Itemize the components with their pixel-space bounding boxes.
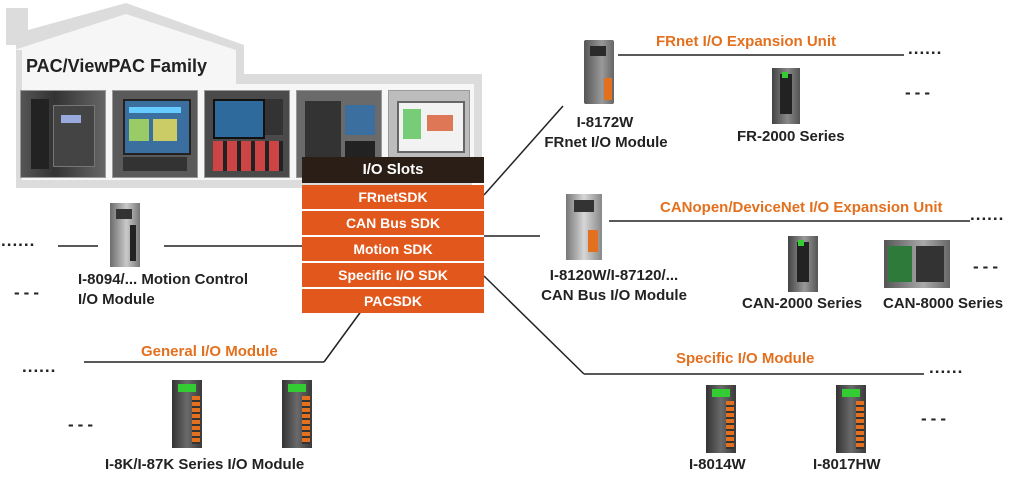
sdk-item-can-bus: CAN Bus SDK xyxy=(302,211,484,235)
motion-module-name: I-8094/... Motion Control xyxy=(78,271,249,288)
motion-module-image xyxy=(110,203,140,267)
sdk-item-specific-io: Specific I/O SDK xyxy=(302,263,484,287)
can-2000-label: CAN-2000 Series xyxy=(742,295,863,312)
motion-continuation-dots: ...... xyxy=(1,231,36,250)
can-2000-image xyxy=(788,236,818,292)
sdk-item-motion: Motion SDK xyxy=(302,237,484,261)
general-io-caption: I-8K/I-87K Series I/O Module xyxy=(105,456,305,473)
specific-continuation-dots: ...... xyxy=(929,358,964,377)
specific-module-image-2 xyxy=(836,385,866,453)
frnet-module-image xyxy=(584,40,614,104)
frnet-module-desc: FRnet I/O Module xyxy=(544,134,668,151)
specific-module-b-label: I-8017HW xyxy=(813,456,881,473)
specific-io-heading: Specific I/O Module xyxy=(676,350,815,367)
canbus-module-image xyxy=(566,194,602,260)
canbus-module-name: I-8120W/I-87120/... xyxy=(549,267,679,284)
pac-photo-1 xyxy=(20,90,106,178)
frnet-more-dashes: --- xyxy=(905,83,934,102)
general-continuation-dots: ...... xyxy=(22,357,57,376)
specific-module-image-1 xyxy=(706,385,736,453)
canopen-heading: CANopen/DeviceNet I/O Expansion Unit xyxy=(660,199,943,216)
canbus-module-desc: CAN Bus I/O Module xyxy=(541,287,687,304)
can-8000-label: CAN-8000 Series xyxy=(883,295,1004,312)
motion-module-desc: I/O Module xyxy=(78,291,155,308)
sdk-item-frnet: FRnetSDK xyxy=(302,185,484,209)
pac-photo-2 xyxy=(112,90,198,178)
general-module-image-1 xyxy=(172,380,202,448)
sdk-header: I/O Slots xyxy=(302,157,484,183)
can-8000-image xyxy=(884,240,950,288)
frnet-series-label: FR-2000 Series xyxy=(737,128,845,145)
frnet-module-name: I-8172W xyxy=(576,114,634,131)
specific-module-a-label: I-8014W xyxy=(689,456,746,473)
specific-more-dashes: --- xyxy=(921,409,950,428)
frnet-continuation-dots: ...... xyxy=(908,39,943,58)
general-module-image-2 xyxy=(282,380,312,448)
canopen-more-dashes: --- xyxy=(973,257,1002,276)
general-more-dashes: --- xyxy=(68,415,97,434)
family-title: PAC/ViewPAC Family xyxy=(26,56,208,76)
frnet-series-image xyxy=(772,68,800,124)
sdk-stack: I/O Slots FRnetSDK CAN Bus SDK Motion SD… xyxy=(302,157,484,313)
pac-photo-3 xyxy=(204,90,290,178)
canopen-continuation-dots: ...... xyxy=(970,205,1005,224)
frnet-heading: FRnet I/O Expansion Unit xyxy=(656,33,837,50)
general-io-heading: General I/O Module xyxy=(141,343,278,360)
sdk-item-pacsdk: PACSDK xyxy=(302,289,484,313)
motion-more-dashes: --- xyxy=(14,283,43,302)
